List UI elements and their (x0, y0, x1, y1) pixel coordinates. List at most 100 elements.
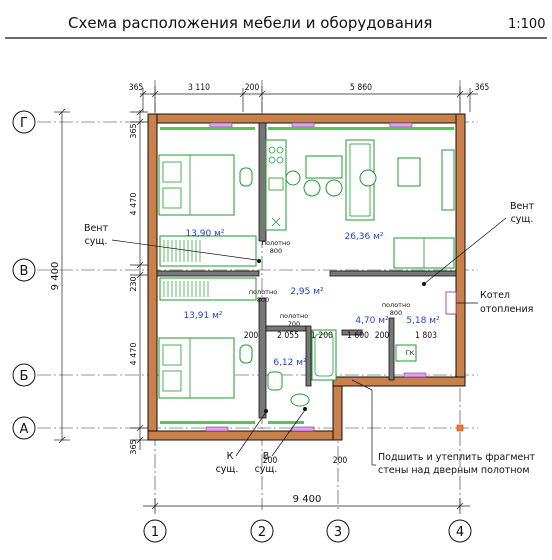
callout-v-2: сущ. (255, 464, 278, 475)
toilet (290, 393, 310, 407)
door-2-label: полотно (249, 288, 277, 296)
door-labels: полотно 800 полотно 800 полотно 700 поло… (249, 239, 415, 357)
callout-boiler-1: Котел (480, 290, 510, 301)
door-3-label: полотно (280, 312, 308, 320)
room-area-corridor: 4,70 м² (355, 316, 389, 326)
tv-stand (441, 149, 455, 211)
chair-round-2 (325, 179, 343, 197)
plan-title: Схема расположения мебели и оборудования (68, 14, 432, 32)
dim-inner-2055: 2 055 (277, 331, 299, 341)
dim-inner-200-a: 200 (244, 331, 259, 341)
dim-left-365-top: 365 (129, 123, 138, 138)
bedroom-1-furniture (158, 154, 257, 267)
callout-vent-right-1: Вент (510, 201, 535, 212)
room-area-hall: 2,95 м² (290, 287, 324, 297)
axis-label-2: 2 (258, 525, 266, 540)
washbasin (267, 371, 283, 391)
shower-tray (395, 344, 417, 362)
boiler (445, 291, 457, 315)
dim-top-3110: 3 110 (188, 83, 210, 93)
axis-label-g: Г (20, 116, 28, 131)
left-dimension-chain: 365 4 470 230 4 470 365 9 400 (50, 108, 148, 455)
door-1-width: 800 (270, 247, 282, 255)
bottom-dimension: 9 400 (143, 494, 470, 514)
axis-label-b: Б (20, 369, 29, 384)
plan-scale: 1:100 (508, 17, 545, 32)
callout-vent-left-2: сущ. (85, 236, 108, 247)
bedroom-2-furniture (158, 277, 257, 399)
door-1-label: полотно (262, 239, 290, 247)
dim-inner-1803: 1 803 (415, 331, 437, 341)
dining-table (305, 155, 343, 179)
axis-markers: Г В Б А 1 2 3 4 (12, 110, 472, 543)
nightstand-2 (239, 344, 253, 364)
radiator-strips (160, 127, 454, 424)
axis-label-v: В (20, 264, 29, 279)
callout-boiler-2: отопления (480, 304, 533, 315)
dim-inner-200-d: 200 (333, 456, 348, 466)
dim-left-4470-top: 4 470 (129, 193, 138, 216)
axis-bubble-g (12, 110, 36, 134)
chair-round-1 (303, 179, 321, 197)
room-area-bathroom: 6,12 м² (273, 358, 307, 368)
exterior-walls (147, 113, 466, 441)
room-area-bedroom-1: 13,90 м² (185, 229, 224, 239)
callout-note-2: стены над дверным полотном (378, 465, 530, 476)
callout-v-1: В (263, 451, 270, 462)
kitchen-living-furniture (265, 139, 455, 269)
door-4-width: 800 (390, 309, 402, 317)
axis-label-1: 1 (151, 525, 159, 540)
double-bed-2 (158, 337, 235, 399)
door-3-width: 700 (288, 320, 300, 328)
dim-top-5860: 5 860 (350, 83, 372, 93)
axis-bubble-3 (326, 519, 350, 543)
dim-inner-200-b: 200 (375, 331, 390, 341)
axis-bubble-1 (143, 519, 167, 543)
callout-k-2: сущ. (216, 464, 239, 475)
door-4-label: полотно (382, 301, 410, 309)
dim-left-365-bottom: 365 (129, 439, 138, 454)
dim-left-total: 9 400 (50, 262, 61, 291)
top-dimension-chain: 365 3 110 200 5 860 365 (129, 83, 490, 112)
inner-dimensions: 200 2 055 1 200 1 600 200 1 803 200 200 (244, 331, 437, 466)
dim-bottom-total: 9 400 (293, 494, 322, 505)
dim-inner-1200: 1 200 (311, 331, 333, 341)
plant-1 (285, 170, 301, 186)
plant-2 (359, 169, 377, 187)
bathroom-fixtures (267, 291, 457, 407)
dim-left-230: 230 (129, 276, 138, 291)
room-area-boiler: 5,18 м² (406, 316, 440, 326)
nightstand-1 (239, 167, 253, 187)
callout-vent-left-1: Вент (84, 223, 109, 234)
dim-left-4470-bottom: 4 470 (129, 343, 138, 366)
dim-inner-1600: 1 600 (347, 331, 369, 341)
axis-bubble-b (12, 363, 36, 387)
marker-square (456, 424, 464, 432)
double-bed-1 (158, 154, 235, 216)
room-area-bedroom-2: 13,91 м² (183, 311, 222, 321)
axis-bubble-v (12, 258, 36, 282)
axis-label-a: А (20, 422, 29, 437)
axis-bubble-2 (250, 519, 274, 543)
bathtub (311, 329, 337, 381)
dim-inner-200-c: 200 (263, 456, 278, 466)
interior-partitions (156, 122, 457, 419)
room-areas: 13,90 м² 26,36 м² 2,95 м² 13,91 м² 4,70 … (183, 229, 440, 368)
door-2-width: 800 (257, 296, 269, 304)
room-area-living: 26,36 м² (344, 232, 383, 242)
callouts: Вент сущ. Вент сущ. Котел отопления К су… (84, 201, 536, 476)
axis-bubble-a (12, 416, 36, 440)
axis-label-4: 4 (456, 525, 464, 540)
axis-bubble-4 (448, 519, 472, 543)
coffee-table (397, 157, 421, 187)
axis-label-3: 3 (334, 525, 342, 540)
dim-top-365-left: 365 (129, 83, 144, 93)
callout-k-1: К (227, 451, 234, 462)
dim-top-365-right: 365 (475, 83, 490, 93)
callout-note-1: Подшить и утеплить фрагмент (378, 452, 536, 463)
door-mark-gk: ГК (406, 349, 415, 357)
callout-vent-right-2: сущ. (511, 214, 534, 225)
wardrobe-1 (159, 235, 257, 267)
dim-top-200: 200 (245, 83, 260, 93)
